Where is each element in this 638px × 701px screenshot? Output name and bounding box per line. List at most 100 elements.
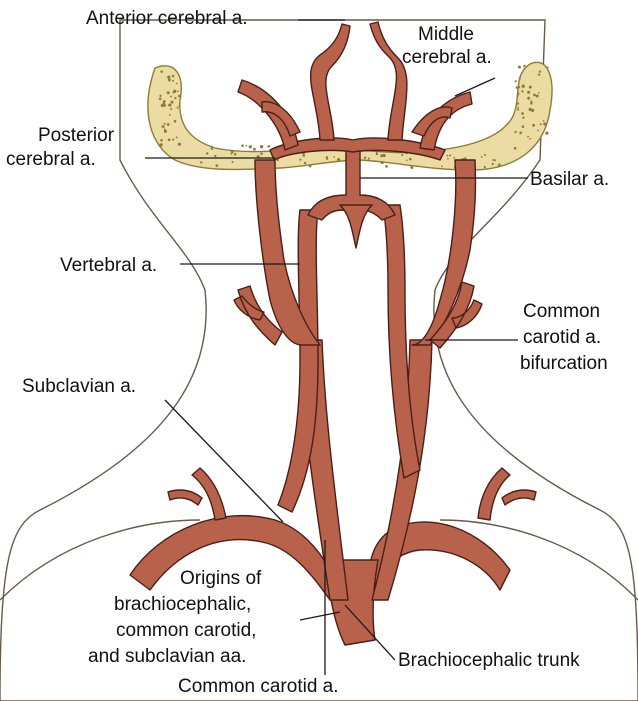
bone-speckle: [368, 158, 370, 160]
left-thyrocervical-branches: [168, 468, 226, 520]
bone-speckle: [169, 114, 171, 116]
bone-speckle: [168, 104, 170, 106]
bone-speckle: [376, 151, 378, 153]
bone-speckle: [522, 125, 525, 128]
bone-speckle: [159, 95, 161, 97]
bone-speckle: [333, 156, 335, 158]
bone-speckle: [174, 97, 176, 99]
bone-speckle: [449, 154, 451, 156]
bone-speckle: [518, 93, 520, 95]
bone-speckle: [481, 156, 483, 158]
bone-speckle: [167, 123, 170, 126]
bone-speckle: [178, 143, 181, 146]
bone-speckle: [173, 90, 176, 93]
bone-speckle: [171, 101, 174, 104]
bone-speckle: [211, 148, 213, 150]
bone-speckle: [539, 70, 541, 72]
bone-speckle: [168, 138, 171, 141]
bone-speckle: [172, 80, 174, 82]
posterior-cerebral-branches: [262, 102, 452, 136]
bone-speckle: [168, 78, 171, 81]
bone-speckle: [200, 161, 202, 163]
bone-speckle: [170, 108, 172, 110]
bone-speckle: [385, 165, 388, 168]
bone-speckle: [521, 90, 523, 92]
label-origins-line2: brachiocephalic,: [114, 594, 251, 615]
bone-speckle: [517, 102, 519, 104]
bone-speckle: [260, 145, 263, 148]
bone-speckle: [498, 163, 501, 166]
bone-speckle: [365, 160, 367, 162]
bone-speckle: [527, 91, 530, 94]
label-middle-cerebral-line2: cerebral a.: [402, 47, 492, 68]
bone-speckle: [447, 158, 449, 160]
bone-speckle: [174, 120, 177, 123]
bone-speckle: [409, 158, 412, 161]
bone-speckle: [441, 165, 443, 167]
bone-speckle: [530, 102, 533, 105]
bone-speckle: [543, 120, 545, 122]
vertebral-confluence: [340, 205, 372, 248]
leader-subclavian: [165, 400, 283, 522]
bone-speckle: [214, 155, 216, 157]
label-common-carotid-bif-line1: Common: [523, 301, 600, 322]
bone-speckle: [529, 86, 532, 89]
bone-speckle: [172, 75, 174, 77]
bone-speckle: [410, 166, 413, 169]
bone-speckle: [364, 157, 366, 159]
bone-speckle: [484, 154, 486, 156]
leader-middle-cerebral: [455, 78, 495, 96]
right-anterior-cerebral: [370, 22, 407, 140]
bone-speckle: [381, 161, 384, 164]
bone-speckle: [537, 129, 539, 131]
bone-speckle: [260, 152, 263, 155]
bone-speckle: [167, 91, 170, 94]
bone-speckle: [533, 94, 536, 97]
bone-speckle: [249, 145, 252, 148]
label-common-carotid-bif-line3: bifurcation: [520, 353, 608, 374]
bone-speckle: [547, 66, 549, 68]
label-subclavian: Subclavian a.: [22, 376, 136, 397]
bone-speckle: [406, 159, 408, 161]
right-thyrocervical-branches: [478, 468, 536, 520]
bone-speckle: [529, 138, 531, 140]
bone-speckle: [538, 73, 540, 75]
bone-speckle: [517, 95, 519, 97]
bone-speckle: [234, 153, 237, 156]
bone-speckle: [517, 109, 519, 111]
bone-speckle: [532, 124, 535, 127]
bone-speckle: [518, 66, 521, 69]
bone-speckle: [161, 143, 163, 145]
bone-speckle: [309, 165, 312, 168]
bone-speckle: [514, 147, 517, 150]
label-origins-line1: Origins of: [180, 568, 262, 589]
bone-speckle: [538, 92, 540, 94]
bone-speckle: [521, 112, 524, 115]
bone-speckle: [492, 159, 494, 161]
bone-speckle: [253, 148, 256, 151]
bone-speckle: [232, 161, 234, 163]
bone-speckle: [492, 163, 494, 165]
bone-speckle: [401, 154, 403, 156]
bone-speckle: [376, 153, 378, 155]
bone-speckle: [523, 65, 525, 67]
bone-speckle: [160, 139, 163, 142]
bone-speckle: [211, 146, 213, 148]
bone-speckle: [267, 145, 269, 147]
label-origins-line3: common carotid,: [116, 620, 256, 641]
label-common-carotid: Common carotid a.: [178, 676, 339, 697]
bone-speckle: [245, 145, 247, 147]
bone-speckle: [527, 136, 529, 138]
bone-speckle: [326, 158, 328, 160]
label-anterior-cerebral: Anterior cerebral a.: [86, 8, 248, 29]
label-origins-line4: and subclavian aa.: [88, 646, 246, 667]
bone-speckle: [177, 90, 179, 92]
bone-speckle: [241, 144, 244, 147]
bone-speckle: [170, 95, 172, 97]
bone-speckle: [527, 97, 530, 100]
bone-speckle: [178, 95, 180, 97]
bone-speckle: [179, 105, 181, 107]
bone-speckle: [176, 83, 178, 85]
bone-speckle: [536, 95, 539, 98]
